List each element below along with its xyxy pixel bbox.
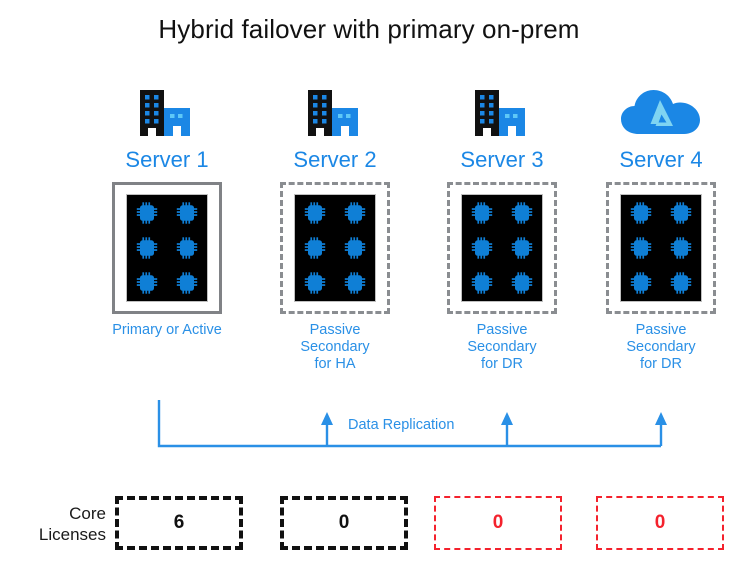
cpu-chip-icon <box>304 237 326 259</box>
core-license-value-1: 6 <box>115 496 243 550</box>
server-name-label: Server 1 <box>125 147 209 172</box>
cpu-chip-icon <box>176 201 198 224</box>
cpu-chip-icon <box>511 237 533 259</box>
building-icon <box>427 80 577 138</box>
cpu-chip-icon <box>511 201 533 224</box>
server-role-caption: Primary or Active <box>112 322 222 338</box>
cpu-chip-icon <box>670 237 692 259</box>
cpu-chip-icon <box>471 201 493 224</box>
cpu-chip-icon <box>471 272 493 295</box>
server-role-caption: Passive Secondary for DR <box>467 322 537 372</box>
cpu-chip-icon <box>176 237 198 259</box>
azure-cloud-icon-svg <box>621 90 700 134</box>
cpu-chip-icon <box>344 272 366 295</box>
cpu-chip-icon <box>471 237 493 259</box>
server-chassis-2[interactable] <box>280 182 390 314</box>
cpu-grid <box>620 194 702 302</box>
server-name-label: Server 3 <box>460 147 544 172</box>
server-chassis-4[interactable] <box>606 182 716 314</box>
cpu-chip-icon <box>344 237 366 259</box>
server-chassis-1[interactable] <box>112 182 222 314</box>
core-license-value-3: 0 <box>434 496 562 550</box>
cpu-grid <box>294 194 376 302</box>
cpu-chip-icon <box>304 272 326 295</box>
building-icon-svg <box>140 90 190 136</box>
server-role-caption: Passive Secondary for DR <box>626 322 696 372</box>
building-icon <box>92 80 242 138</box>
cpu-chip-icon <box>136 237 158 259</box>
server-column-3: Server 3 Passive Secondary for DR <box>427 80 577 373</box>
cpu-chip-icon <box>136 272 158 295</box>
building-icon <box>260 80 410 138</box>
server-column-4: Server 4 Passive Secondary for DR <box>586 80 736 373</box>
replication-arrow-server2 <box>321 412 333 425</box>
cpu-chip-icon <box>511 272 533 295</box>
replication-arrow-server4 <box>655 412 667 425</box>
data-replication-label: Data Replication <box>348 417 455 433</box>
azure-cloud-icon <box>586 80 736 138</box>
cpu-chip-icon <box>630 237 652 259</box>
cpu-chip-icon <box>304 201 326 224</box>
data-replication-connector <box>157 400 667 448</box>
server-column-1: Server 1 Primary or Active <box>92 80 242 339</box>
cpu-chip-icon <box>670 272 692 295</box>
building-icon-svg <box>308 90 358 136</box>
server-role-caption: Passive Secondary for HA <box>300 322 370 372</box>
server-column-2: Server 2 Passive Secondary for HA <box>260 80 410 373</box>
building-icon-svg <box>475 90 525 136</box>
cpu-grid <box>126 194 208 302</box>
replication-arrow-server3 <box>501 412 513 425</box>
cpu-grid <box>461 194 543 302</box>
server-name-label: Server 2 <box>293 147 377 172</box>
cpu-chip-icon <box>344 201 366 224</box>
cpu-chip-icon <box>630 201 652 224</box>
page-title: Hybrid failover with primary on-prem <box>158 14 580 44</box>
cpu-chip-icon <box>136 201 158 224</box>
core-license-value-2: 0 <box>280 496 408 550</box>
cpu-chip-icon <box>176 272 198 295</box>
core-license-value-4: 0 <box>596 496 724 550</box>
server-chassis-3[interactable] <box>447 182 557 314</box>
cpu-chip-icon <box>630 272 652 295</box>
core-licenses-label: Core Licenses <box>38 504 106 544</box>
server-name-label: Server 4 <box>619 147 703 172</box>
cpu-chip-icon <box>670 201 692 224</box>
